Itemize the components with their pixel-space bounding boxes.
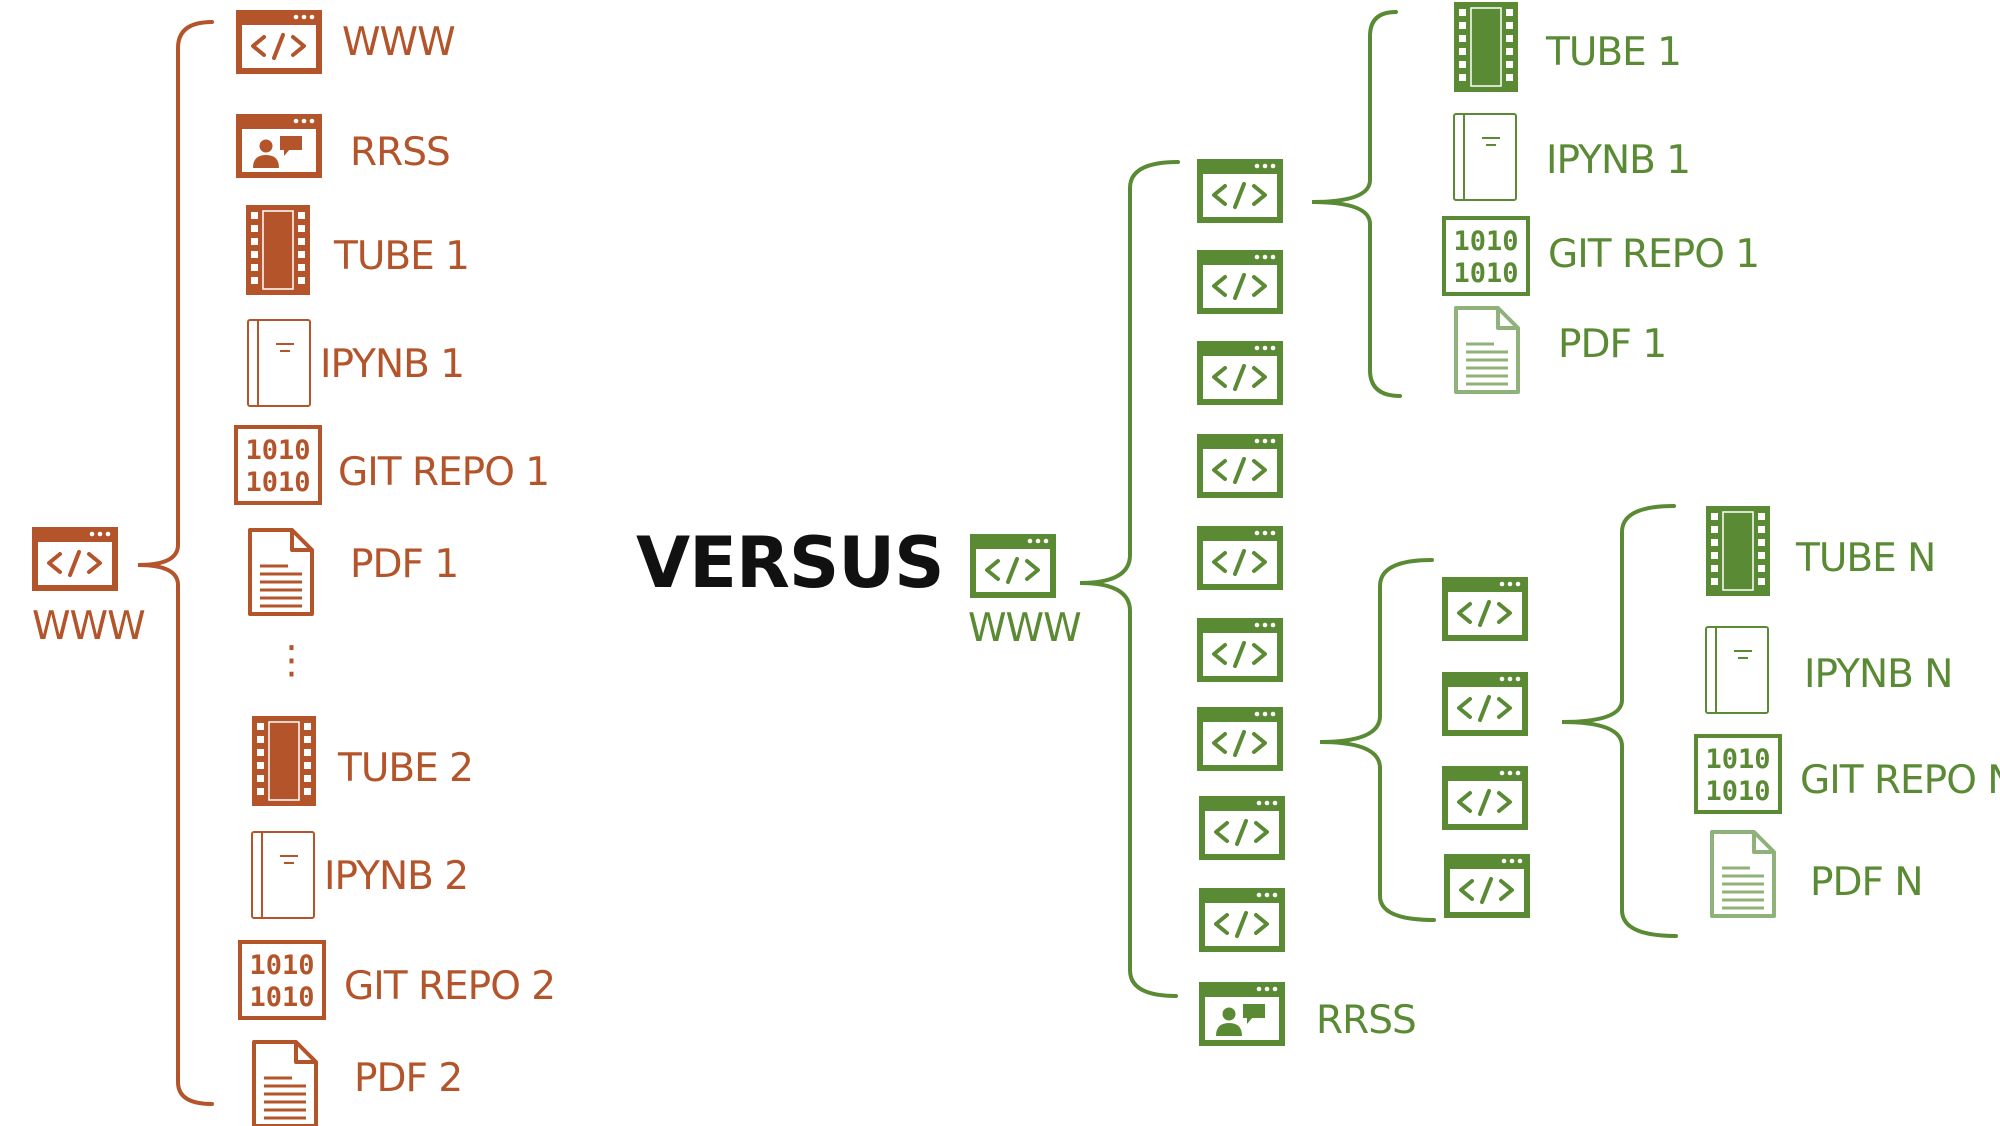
film-strip-icon: [251, 715, 317, 807]
groupN-brace: [1561, 504, 1678, 938]
right-root-label: WWW: [968, 606, 1082, 651]
groupN-item-label: GIT REPO N: [1800, 758, 2000, 803]
social-profile-icon: [236, 114, 322, 178]
left-item-label: RRSS: [350, 130, 451, 175]
code-window-icon: [236, 10, 322, 74]
code-window-icon: [1197, 434, 1283, 498]
groupN-item-label: PDF N: [1810, 860, 1924, 905]
code-window-icon: [1197, 250, 1283, 314]
rrss-label: RRSS: [1316, 998, 1417, 1043]
document-icon: [250, 530, 312, 614]
code-window-icon: [1442, 672, 1528, 736]
left-item-label: PDF 2: [354, 1056, 463, 1101]
code-window-icon: [1197, 159, 1283, 223]
left-item-label: GIT REPO 1: [338, 450, 550, 495]
code-window-icon: [1197, 341, 1283, 405]
left-item-label: TUBE 1: [334, 234, 470, 279]
left-item-label: IPYNB 2: [324, 854, 469, 899]
document-icon: [254, 1042, 316, 1126]
left-item-label: TUBE 2: [338, 746, 474, 791]
left-item-label: IPYNB 1: [320, 342, 465, 387]
root-code-window-icon: [970, 534, 1056, 598]
left-item-label: PDF 1: [350, 542, 459, 587]
code-window-icon: [1199, 796, 1285, 860]
code-window-icon: [1197, 618, 1283, 682]
subgroup-brace: [1319, 558, 1436, 922]
binary-repo-icon: [1444, 218, 1528, 294]
film-strip-icon: [245, 204, 311, 296]
left-root-label: WWW: [32, 604, 146, 649]
notebook-icon: [1706, 627, 1768, 713]
binary-repo-icon: [1696, 736, 1780, 812]
code-window-icon: [1197, 707, 1283, 771]
right-main-brace: [1079, 160, 1180, 998]
code-window-icon: [1444, 854, 1530, 918]
notebook-icon: [1454, 114, 1516, 200]
group1-item-label: GIT REPO 1: [1548, 232, 1760, 277]
film-strip-icon: [1705, 505, 1771, 597]
group1-brace: [1311, 10, 1402, 398]
code-window-icon: [1197, 526, 1283, 590]
binary-repo-icon: [240, 942, 324, 1018]
root-code-window-icon: [32, 527, 118, 591]
group1-item-label: PDF 1: [1558, 322, 1667, 367]
document-icon: [1456, 308, 1518, 392]
binary-repo-icon: [236, 427, 320, 503]
notebook-icon: [248, 320, 310, 406]
notebook-icon: [252, 832, 314, 918]
left-brace: [137, 20, 214, 1106]
groupN-item-label: IPYNB N: [1804, 652, 1953, 697]
code-window-icon: [1442, 577, 1528, 641]
document-icon: [1712, 832, 1774, 916]
left-item-label: WWW: [342, 20, 456, 65]
social-profile-icon: [1199, 982, 1285, 1046]
ellipsis: ⋮: [272, 638, 311, 683]
left-item-label: GIT REPO 2: [344, 964, 556, 1009]
code-window-icon: [1199, 888, 1285, 952]
group1-item-label: IPYNB 1: [1546, 138, 1691, 183]
code-window-icon: [1442, 766, 1528, 830]
film-strip-icon: [1453, 1, 1519, 93]
groupN-item-label: TUBE N: [1796, 536, 1936, 581]
group1-item-label: TUBE 1: [1546, 30, 1682, 75]
versus-title: VERSUS: [636, 522, 945, 604]
